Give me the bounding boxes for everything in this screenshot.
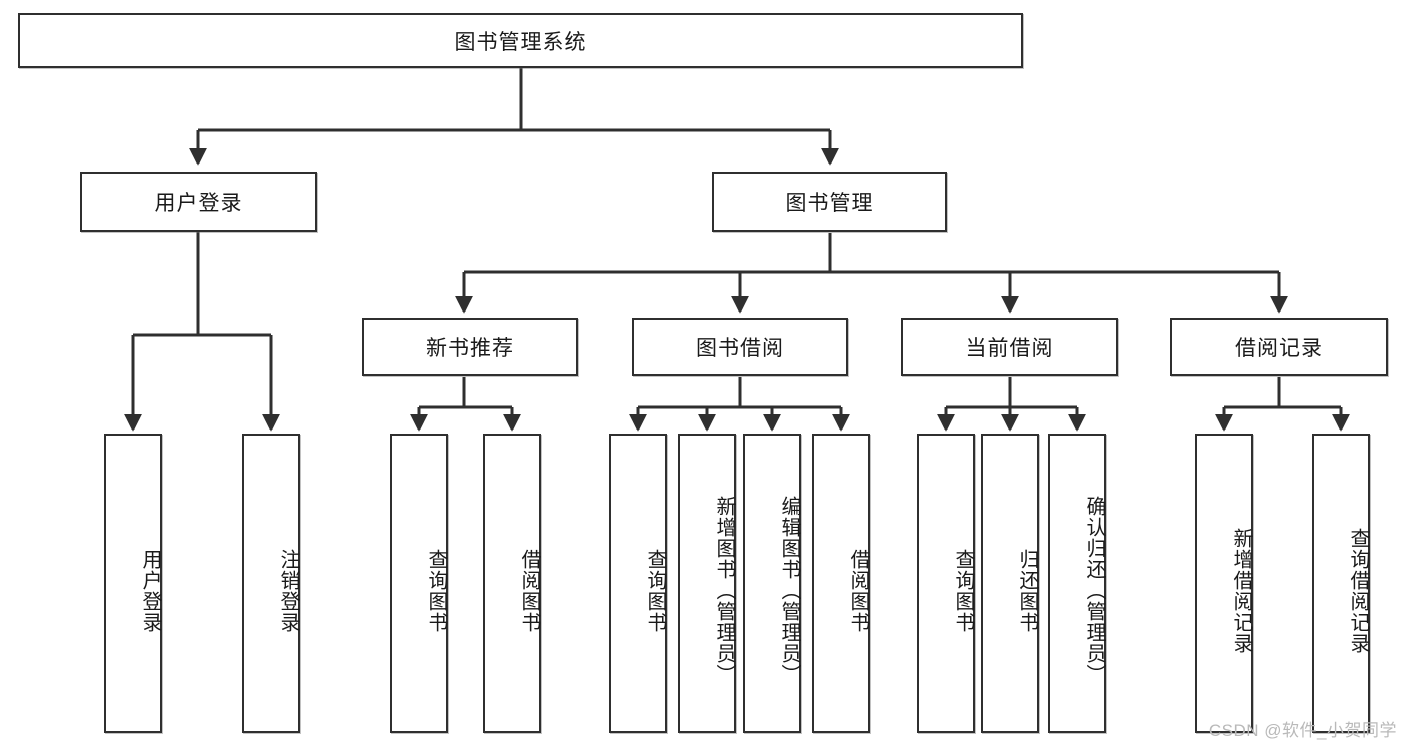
node-leaf-query-book-c-label: 查询图书	[952, 548, 974, 633]
edge-bookmanage-to-level3	[455, 233, 1288, 314]
node-leaf-confirm-return[interactable]: 确认归还（管理员）	[1048, 434, 1106, 733]
node-leaf-query-record[interactable]: 查询借阅记录	[1312, 434, 1370, 733]
node-leaf-borrow-book-a[interactable]: 借阅图书	[483, 434, 541, 733]
node-current-borrow-label: 当前借阅	[965, 337, 1054, 360]
node-leaf-borrow-book-b-label: 借阅图书	[847, 548, 869, 633]
node-leaf-logout-label: 注销登录	[277, 548, 299, 633]
node-leaf-return-book[interactable]: 归还图书	[981, 434, 1039, 733]
node-borrow-record[interactable]: 借阅记录	[1170, 318, 1388, 376]
watermark: CSDN @软件_小贺同学	[1208, 721, 1397, 740]
node-leaf-query-record-label: 查询借阅记录	[1347, 527, 1369, 654]
node-new-book-rec-label: 新书推荐	[426, 337, 514, 360]
node-book-borrow-label: 图书借阅	[696, 337, 784, 360]
node-borrow-record-label: 借阅记录	[1235, 337, 1323, 360]
node-leaf-user-login-label: 用户登录	[139, 548, 161, 633]
edge-bookborrow-to-leaves	[629, 377, 850, 432]
node-new-book-rec[interactable]: 新书推荐	[362, 318, 578, 376]
node-root-label: 图书管理系统	[454, 30, 587, 54]
node-leaf-borrow-book-a-label: 借阅图书	[518, 548, 540, 633]
node-leaf-confirm-return-label: 确认归还（管理员）	[1083, 496, 1105, 685]
edge-userlogin-to-leaves	[124, 232, 280, 432]
node-root[interactable]: 图书管理系统	[18, 13, 1023, 68]
node-book-manage[interactable]: 图书管理	[712, 172, 947, 232]
node-leaf-query-book-a[interactable]: 查询图书	[390, 434, 448, 733]
node-leaf-logout[interactable]: 注销登录	[242, 434, 300, 733]
node-user-login-label: 用户登录	[154, 192, 243, 215]
node-leaf-add-record-label: 新增借阅记录	[1230, 527, 1252, 654]
node-book-borrow[interactable]: 图书借阅	[632, 318, 848, 376]
edge-currentborrow-to-leaves	[937, 377, 1086, 432]
node-leaf-query-book-b-label: 查询图书	[644, 548, 666, 633]
node-book-manage-label: 图书管理	[785, 192, 874, 215]
node-leaf-return-book-label: 归还图书	[1016, 548, 1038, 633]
node-current-borrow[interactable]: 当前借阅	[901, 318, 1118, 376]
node-leaf-add-book-label: 新增图书（管理员）	[713, 496, 735, 685]
node-leaf-edit-book-label: 编辑图书（管理员）	[778, 496, 800, 685]
node-leaf-user-login[interactable]: 用户登录	[104, 434, 162, 733]
edge-newbook-to-leaves	[410, 377, 521, 432]
node-user-login[interactable]: 用户登录	[80, 172, 317, 232]
node-leaf-add-record[interactable]: 新增借阅记录	[1195, 434, 1253, 733]
edge-borrowrecord-to-leaves	[1215, 377, 1350, 432]
node-leaf-edit-book[interactable]: 编辑图书（管理员）	[743, 434, 801, 733]
node-leaf-query-book-c[interactable]: 查询图书	[917, 434, 975, 733]
node-leaf-query-book-b[interactable]: 查询图书	[609, 434, 667, 733]
edge-root-to-level2	[189, 68, 839, 166]
node-leaf-query-book-a-label: 查询图书	[425, 548, 447, 633]
node-leaf-add-book[interactable]: 新增图书（管理员）	[678, 434, 736, 733]
node-leaf-borrow-book-b[interactable]: 借阅图书	[812, 434, 870, 733]
